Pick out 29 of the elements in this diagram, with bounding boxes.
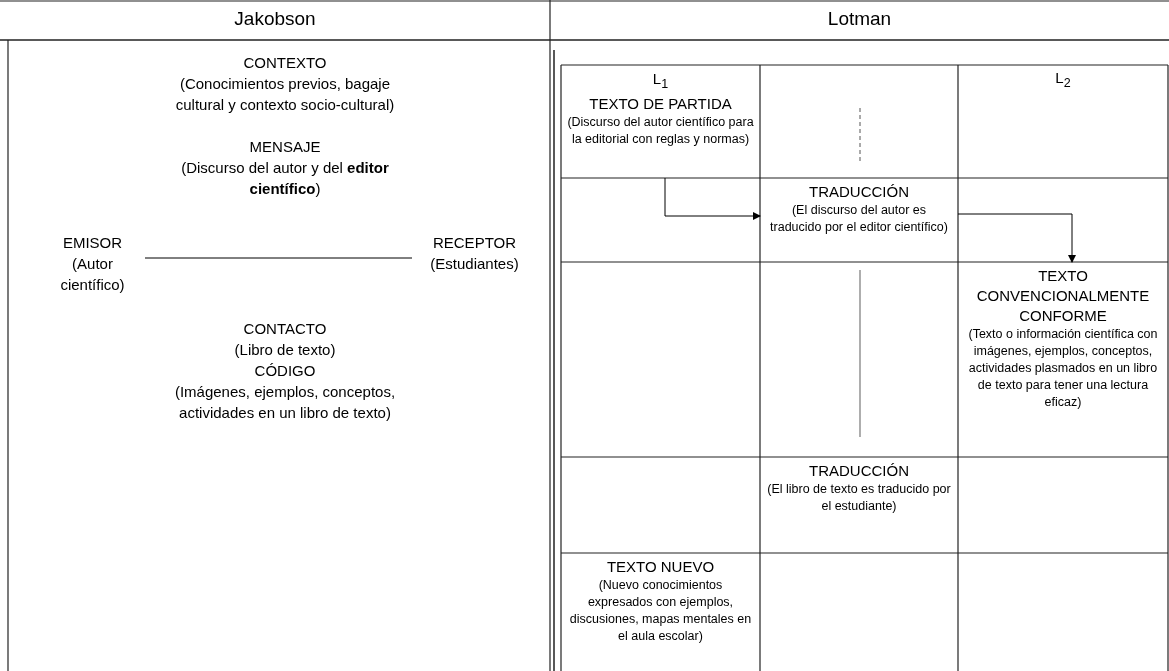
description: (Imágenes, ejemplos, conceptos, actividades en un libro de texto) bbox=[173, 382, 397, 423]
heading: TEXTO NUEVO bbox=[606, 557, 715, 577]
description: (El discurso del autor es traducido por el editor científico) bbox=[769, 202, 949, 236]
description: (El libro de texto es traducido por el estudiante) bbox=[766, 481, 952, 515]
description: (Autor científico) bbox=[59, 254, 126, 295]
column-header: Lotman bbox=[826, 7, 893, 31]
description: (Nuevo conocimientos expresados con ejemplos, discusiones, mapas mentales en el aula escolar) bbox=[568, 577, 753, 645]
heading: TRADUCCIÓN bbox=[809, 182, 909, 202]
heading: CONTACTO bbox=[242, 319, 328, 339]
heading: CONTEXTO bbox=[242, 53, 328, 73]
description: (Texto o información científica con imágenes, ejemplos, conceptos, actividades plasmados en un libro de texto para tener una lectura eficaz) bbox=[967, 326, 1159, 411]
column-header: Jakobson bbox=[233, 7, 317, 31]
heading: CÓDIGO bbox=[253, 361, 317, 381]
description: (Conocimientos previos, bagaje cultural y contexto socio-cultural) bbox=[174, 74, 396, 115]
description: (Libro de texto) bbox=[233, 340, 337, 360]
heading: EMISOR bbox=[62, 233, 123, 253]
heading: TRADUCCIÓN bbox=[809, 461, 909, 481]
column-label: L$_{1}$ bbox=[652, 69, 669, 93]
arrow bbox=[664, 177, 761, 220]
description: (Discurso del autor y del editor científico) bbox=[180, 158, 390, 199]
heading: TEXTO CONVENCIONALMENTE CONFORME bbox=[975, 266, 1151, 326]
arrow bbox=[957, 213, 1076, 263]
connector-line bbox=[144, 257, 413, 259]
description: (Discurso del autor científico para la editorial con reglas y normas) bbox=[567, 114, 754, 148]
description: (Estudiantes) bbox=[430, 254, 519, 274]
heading: MENSAJE bbox=[248, 137, 322, 157]
heading: TEXTO DE PARTIDA bbox=[589, 94, 732, 114]
heading: RECEPTOR bbox=[432, 233, 517, 253]
column-label: L$_{2}$ bbox=[1054, 68, 1072, 92]
